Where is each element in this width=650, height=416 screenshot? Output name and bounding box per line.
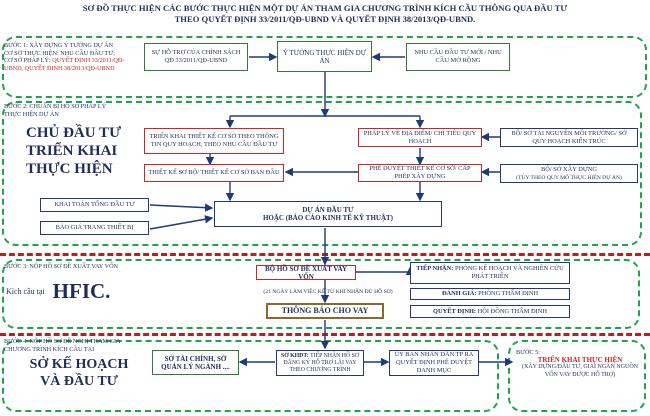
step1-basis: Cơ sở thực hiện: Nhu cầu đầu tư; xyxy=(4,49,115,57)
owner-line2: triển khai xyxy=(26,143,118,159)
box-assessment-dept: Đánh giá: Phòng Thẩm định xyxy=(410,288,570,300)
box-equipment-quote: Báo giá trang thiết bị xyxy=(40,221,149,235)
receive-text: Phòng Kế hoạch và Nghiên cứu phát triển xyxy=(455,265,564,280)
box-project-idea: Ý tưởng thực hiện dự án xyxy=(277,41,372,72)
decide-bold: Quyết định: xyxy=(433,307,477,315)
box-khdt-receive: Sở KHĐT: Tiếp nhận hồ sơ đăng ký hỗ trợ … xyxy=(276,350,364,376)
box-finance-dept: Sở Tài chính, Sở quản lý ngành .... xyxy=(152,350,239,375)
box-basic-design: Thiết kế sơ bộ/ thiết kế cơ sở ban đầu xyxy=(144,164,284,182)
khdt-dept-name: Sở Kế hoạch và Đầu tư xyxy=(14,356,144,390)
decide-text: Hội đồng thẩm định xyxy=(477,307,547,315)
step5-title: Triển khai thực hiện xyxy=(537,356,623,364)
step1-label: Bước 1: Xây dựng ý tưởng dự án xyxy=(4,42,114,49)
owner-line3: thực hiện xyxy=(26,161,113,177)
box-receiving-dept: Tiếp nhận: Phòng Kế hoạch và Nghiên cứu … xyxy=(410,262,570,284)
box-investment-need: Nhu cầu đầu tư mới / nhu cầu mở rộng xyxy=(406,43,510,71)
step4-region xyxy=(2,340,499,412)
step5-block: Bước 5: Triển khai thực hiện (Xây dựng/Đ… xyxy=(516,349,644,379)
assess-text: Phòng Thẩm định xyxy=(478,290,539,297)
box-design-approval: Phê duyệt thiết kế cơ sở/ cấp phép xây d… xyxy=(358,164,482,182)
step1-legal-label: Cơ sở pháp lý: xyxy=(4,57,51,65)
box-decision-council: Quyết định: Hội đồng thẩm định xyxy=(410,305,570,318)
processing-time-note: (21 ngày làm việc kể từ khi nhận đủ hồ s… xyxy=(263,289,393,295)
box-tnmt-dept: Bộ/ Sở Tài nguyên Môi trường/ Sở Quy hoạ… xyxy=(500,128,638,147)
construction-dept-title: Bộ/ Sở Xây dựng xyxy=(540,165,598,173)
kich-cau-line: Kích cầu tại HFIC. xyxy=(6,279,206,304)
arrow-estimate-to-project xyxy=(149,203,214,212)
project-line2: hoặc (Báo cáo kinh tế kỹ thuật) xyxy=(262,214,394,222)
diagram-title-line1: SƠ ĐỒ THỰC HIỆN CÁC BƯỚC THỰC HIỆN MỘT D… xyxy=(82,3,568,13)
box-loan-proposal: Bộ hồ sơ đề xuất vay vốn xyxy=(256,265,356,281)
khdt-bold: Sở KHĐT: xyxy=(280,352,309,359)
box-investment-estimate: Khai toán tổng đầu tư xyxy=(40,198,149,212)
construction-dept-sub: (Tùy theo quy mô thực hiện dự án) xyxy=(516,174,622,181)
dept-line2: và Đầu tư xyxy=(40,374,118,389)
step5-region xyxy=(508,340,646,412)
khdt-text: Tiếp nhận hồ sơ đăng ký hỗ trợ lãi vay t… xyxy=(283,352,360,373)
project-line1: Dự án đầu tư xyxy=(302,206,354,214)
step5-label: Bước 5: xyxy=(516,349,540,356)
box-city-approval: Ủy ban nhân dân TP ra quyết định phê duy… xyxy=(389,350,479,376)
dept-line1: Sở Kế hoạch xyxy=(29,357,129,372)
investor-implements-text: Chủ đầu tư triển khai thực hiện xyxy=(26,124,146,178)
step1-legal-refs: Quyết định 33/2011/QĐ-UBND, Quyết định 3… xyxy=(4,57,125,72)
receive-bold: Tiếp nhận: xyxy=(416,265,454,272)
box-design-deploy: Triển khai thiết kế cơ sở theo thông tin… xyxy=(144,128,284,154)
step4-label: Bước 4: Nộp hồ sơ đề nghị tham gia chươn… xyxy=(4,338,121,353)
kich-cau-prefix: Kích cầu tại xyxy=(6,287,45,296)
box-investment-project: Dự án đầu tư hoặc (Báo cáo kinh tế kỹ th… xyxy=(214,201,442,227)
owner-line1: Chủ đầu tư xyxy=(26,125,122,141)
box-loan-notice: Thông báo cho vay xyxy=(266,303,384,319)
step3-label: Bước 3: Nộp hồ sơ đề xuất vay vốn xyxy=(4,263,119,270)
box-policy-support: Sự hỗ trợ của chính sách QĐ 33/2011/QĐ-U… xyxy=(144,43,248,71)
step5-subtitle: (Xây dựng/Đầu tư, giải ngân nguồn vốn va… xyxy=(522,364,638,378)
step1-description: Bước 1: Xây dựng ý tưởng dự án Cơ sở thự… xyxy=(4,42,132,72)
step2-region xyxy=(2,101,642,246)
assess-bold: Đánh giá: xyxy=(441,290,477,297)
box-construction-dept: Bộ/ Sở Xây dựng (Tùy theo quy mô thực hi… xyxy=(500,164,638,183)
arrow-quote-to-project xyxy=(149,215,214,230)
arrow-submit-to-receive xyxy=(356,266,415,275)
box-legal-location: Pháp lý về địa điểm/ chỉ tiêu quy hoạch xyxy=(358,128,482,147)
diagram-title-line2: THEO QUYẾT ĐỊNH 33/2011/QĐ-UBND VÀ QUYẾT… xyxy=(174,14,476,24)
hfic-name: HFIC. xyxy=(52,279,111,303)
step2-label: Bước 2: Chuẩn bị hồ sơ pháp lý thực hiện… xyxy=(4,103,107,118)
